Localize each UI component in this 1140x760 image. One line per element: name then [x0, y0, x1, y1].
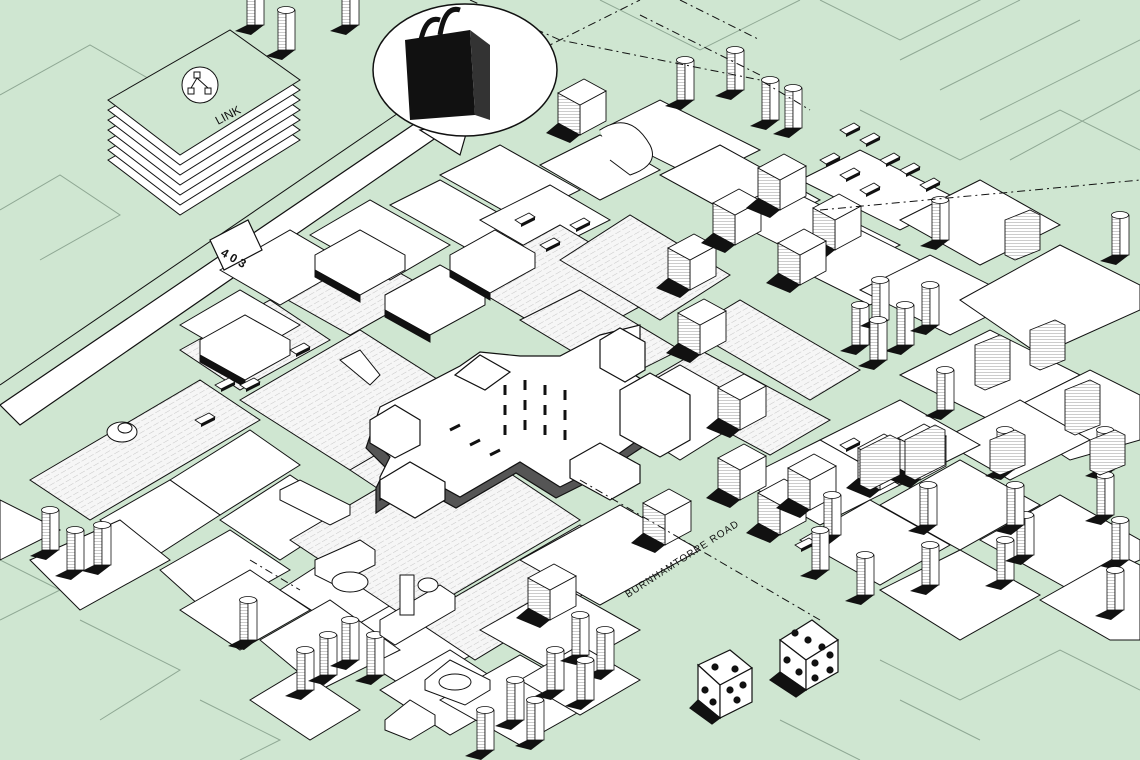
slab-buildings [859, 209, 1126, 491]
low-buildings [199, 229, 536, 526]
shopping-bag-icon [405, 6, 490, 120]
highway-edge [0, 104, 411, 386]
network-diagram-icon [181, 66, 219, 104]
link-booklet-icon [107, 29, 301, 216]
dice-icon [689, 619, 840, 725]
shopping-mall [365, 324, 691, 519]
parking-spiral-icon [106, 421, 138, 443]
sculptural-buildings [314, 539, 491, 741]
roundabout [599, 122, 653, 176]
shopping-bag-bubble [372, 3, 558, 156]
